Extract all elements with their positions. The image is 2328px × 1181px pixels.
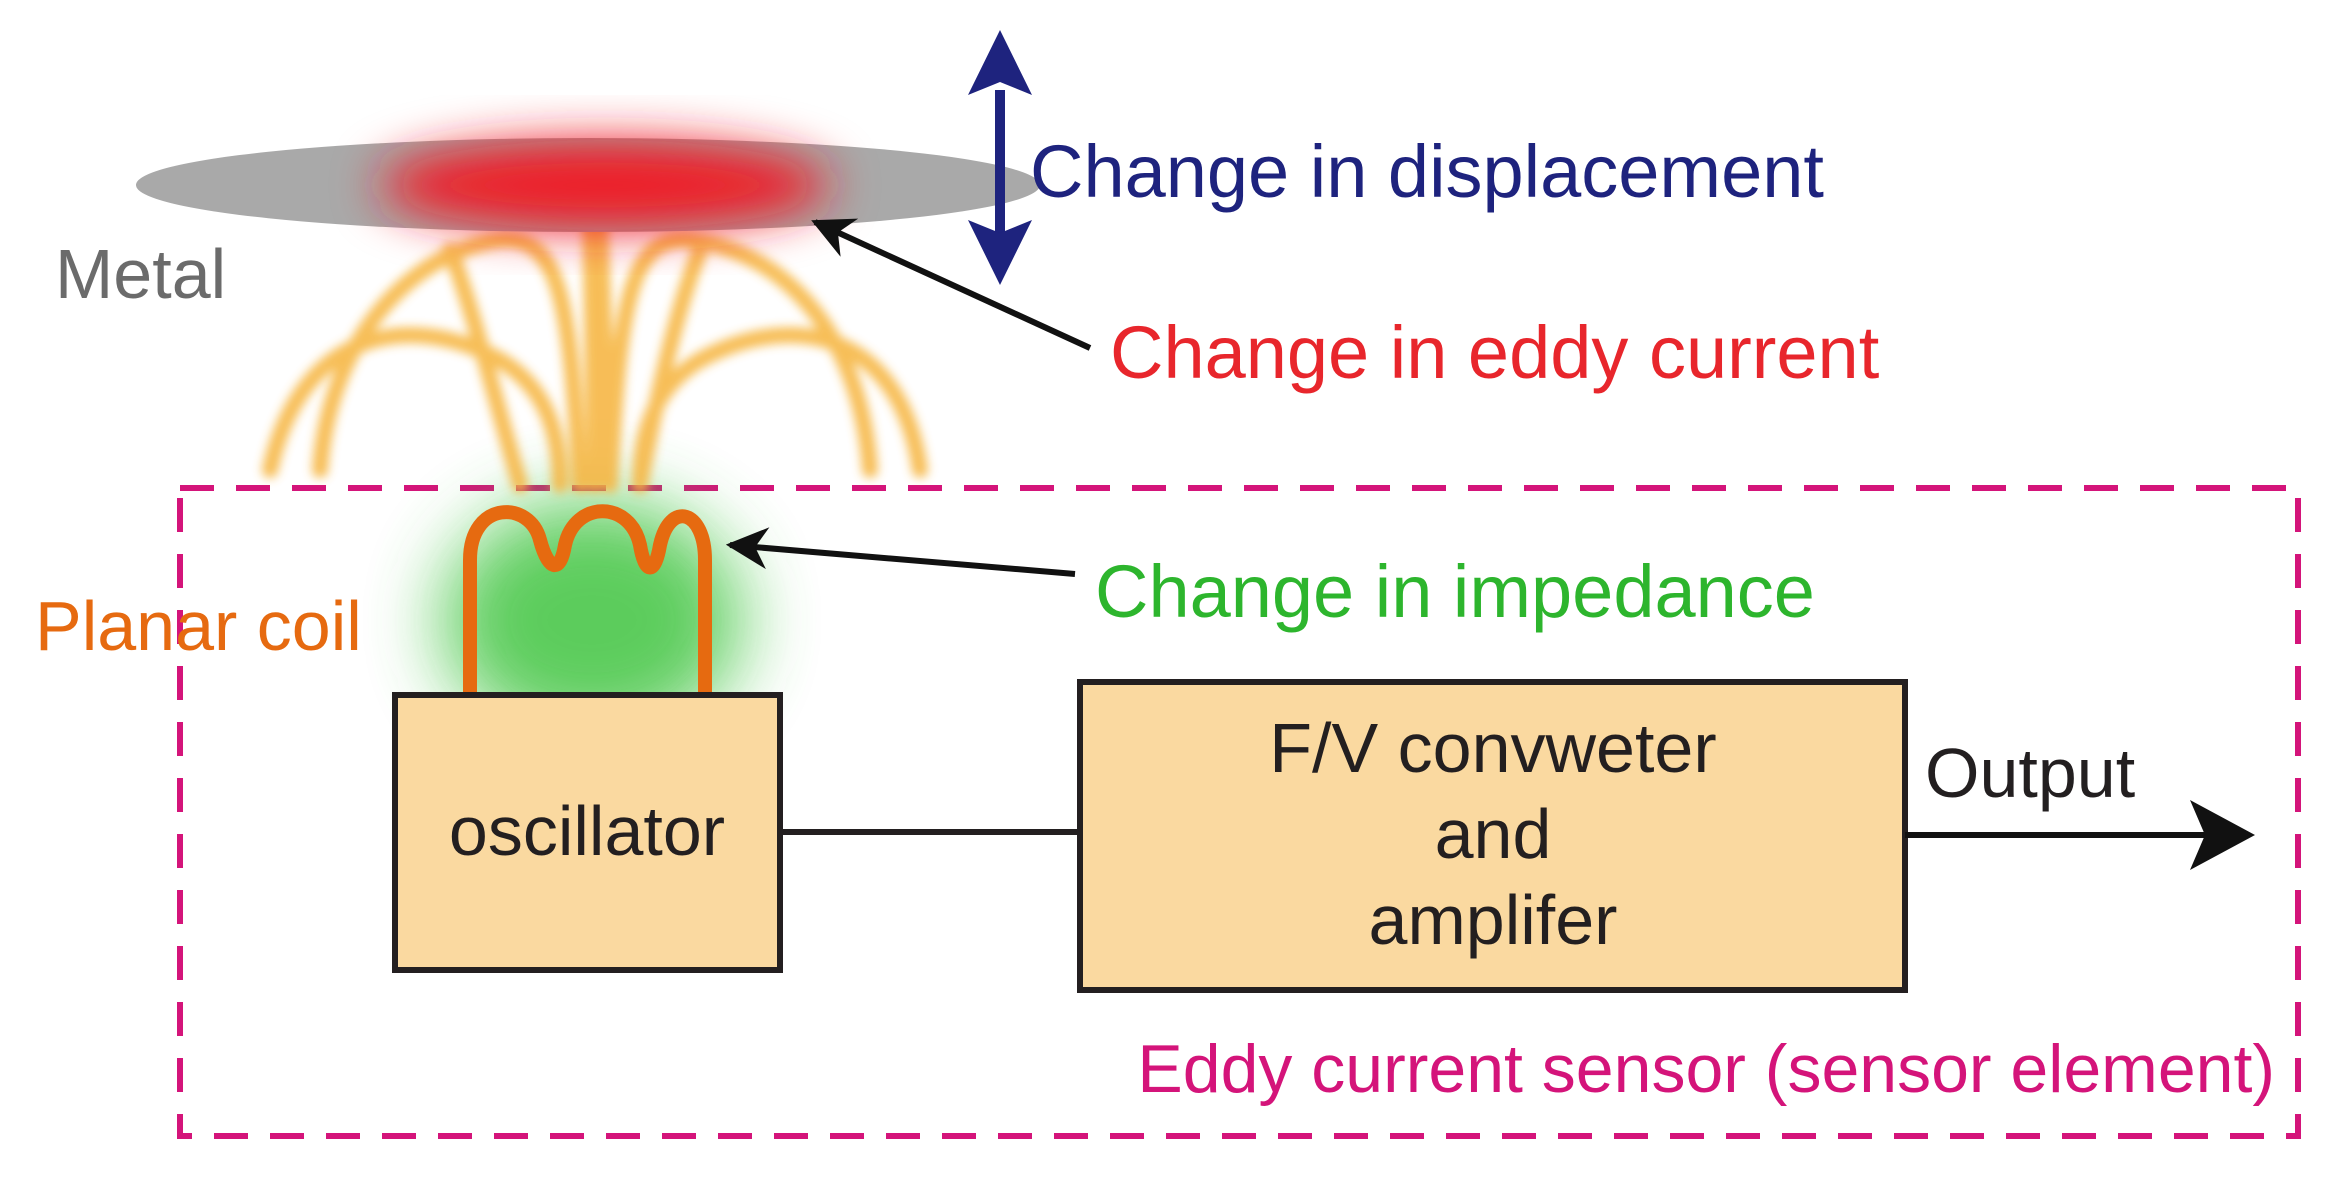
eddy-current-glow xyxy=(380,140,830,230)
displacement-arrow xyxy=(968,30,1032,285)
impedance-label: Change in impedance xyxy=(1095,550,1815,633)
sensor-boundary-label: Eddy current sensor (sensor element) xyxy=(1137,1031,2275,1107)
planar-coil-label: Planar coil xyxy=(35,587,362,665)
oscillator-box xyxy=(392,692,783,973)
output-arrow xyxy=(1905,800,2255,870)
eddy-current-label: Change in eddy current xyxy=(1110,311,1880,394)
converter-label-line3: amplifer xyxy=(1369,881,1618,959)
displacement-label: Change in displacement xyxy=(1030,130,1824,213)
eddy-current-pointer-arrow xyxy=(811,218,1092,351)
impedance-pointer-arrow xyxy=(725,527,1076,577)
output-label: Output xyxy=(1925,734,2135,812)
sensor-boundary-box xyxy=(177,485,2301,1139)
converter-amplifier-box xyxy=(1077,679,1908,993)
magnetic-field-lines xyxy=(262,207,928,493)
converter-label-line1: F/V convweter xyxy=(1269,709,1716,787)
impedance-glow xyxy=(442,500,742,740)
converter-label-line2: and xyxy=(1435,795,1552,873)
oscillator-label: oscillator xyxy=(449,792,725,870)
metal-label: Metal xyxy=(55,235,226,313)
planar-coil xyxy=(463,504,712,702)
